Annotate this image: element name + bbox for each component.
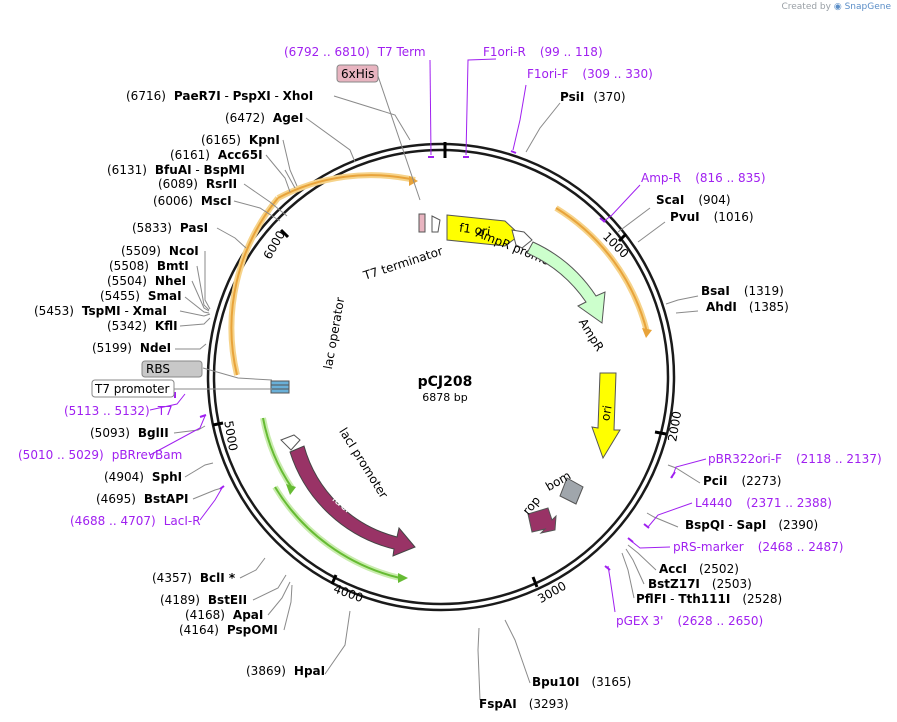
ampr-feature[interactable] [526, 241, 606, 324]
enzyme-bstz17i[interactable]: BstZ17I(2503) [648, 577, 752, 591]
green-region-inner-halo [260, 417, 295, 490]
enzyme-leader-lines [173, 95, 701, 701]
lac-operator-label: lac operator [321, 296, 347, 370]
primer-f1ori-f[interactable]: F1ori-F(309 .. 330) [527, 67, 653, 81]
t7-terminator-feature-b[interactable] [431, 215, 441, 233]
snapgene-logo-icon: ◉ [833, 2, 842, 12]
backbone-outer-ring [206, 142, 676, 612]
ori-feature[interactable] [591, 372, 621, 460]
enzyme-agei[interactable]: (6472)AgeI [225, 111, 303, 125]
enzyme-smai[interactable]: (5455)SmaI [100, 289, 182, 303]
rbs-box[interactable] [141, 360, 203, 378]
green-region-inner [262, 417, 293, 489]
enzyme-kpni[interactable]: (6165)KpnI [201, 133, 280, 147]
primer-pgex-3[interactable]: pGEX 3'(2628 .. 2650) [616, 614, 763, 628]
enzyme-paer7i-pspxi-xhoi[interactable]: (6716)PaeR7I - PspXI - XhoI [126, 89, 313, 103]
enzyme-acc65i[interactable]: (6161)Acc65I [170, 148, 263, 162]
primer-prs-marker[interactable]: pRS-marker(2468 .. 2487) [673, 540, 843, 554]
enzyme-pcii[interactable]: PciI(2273) [703, 474, 781, 488]
plasmid-name: pCJ208 [418, 374, 473, 390]
rop-feature[interactable] [527, 507, 557, 534]
primer-f1ori-r[interactable]: F1ori-R(99 .. 118) [483, 45, 603, 59]
green-arrowhead-outer [398, 573, 408, 583]
laci-promoter-arrow[interactable] [280, 434, 301, 451]
enzyme-fspai[interactable]: FspAI(3293) [479, 697, 569, 711]
enzyme-bstapi[interactable]: (4695)BstAPI [96, 492, 188, 506]
feature-leader-lines [174, 75, 421, 390]
bom-feature[interactable] [559, 477, 584, 505]
rbs-label: RBS [146, 362, 170, 376]
laci-feature[interactable] [289, 445, 416, 557]
t7-promoter-box[interactable] [91, 379, 175, 398]
primer-pbrrevbam[interactable]: (5010 .. 5029)pBRrevBam [18, 448, 182, 462]
f1-ori-label: f1 ori [458, 221, 491, 239]
orange-arrowhead-right [642, 328, 652, 338]
enzyme-bcli[interactable]: (4357)BclI * [152, 571, 236, 585]
enzyme-nhei[interactable]: (5504)NheI [107, 274, 186, 288]
tick-label-2000: 2000 [665, 410, 684, 443]
tick-marks [212, 228, 667, 588]
f1-ori-feature[interactable] [446, 214, 521, 247]
enzyme-bsteii[interactable]: (4189)BstEII [160, 593, 247, 607]
enzyme-apai[interactable]: (4168)ApaI [185, 608, 263, 622]
green-arrowhead-inner [286, 484, 296, 495]
primer-t7[interactable]: (5113 .. 5132)T7 [64, 404, 173, 418]
primer-laci-r[interactable]: (4688 .. 4707)LacI-R [70, 514, 201, 528]
enzyme-bglii[interactable]: (5093)BglII [90, 426, 169, 440]
enzyme-bfuai-bspmi[interactable]: (6131)BfuAI - BspMI [107, 163, 245, 177]
primer-l4440[interactable]: L4440(2371 .. 2388) [695, 496, 832, 510]
enzyme-hpai[interactable]: (3869)HpaI [246, 664, 325, 678]
t7-promoter-label: T7 promoter [94, 382, 170, 396]
enzyme-ncoi[interactable]: (5509)NcoI [121, 244, 199, 258]
enzyme-ahdi[interactable]: AhdI(1385) [706, 300, 789, 314]
tick-label-4000: 4000 [332, 582, 365, 606]
primer-t7-term[interactable]: (6792 .. 6810)T7 Term [284, 45, 426, 59]
enzyme-tspmi-xmai[interactable]: (5453)TspMI - XmaI [34, 304, 167, 318]
enzyme-pvui[interactable]: PvuI(1016) [670, 210, 754, 224]
enzyme-bspqi-sapi[interactable]: BspQI - SapI(2390) [685, 518, 818, 532]
enzyme-pspomi[interactable]: (4164)PspOMI [179, 623, 278, 637]
orange-region-right [555, 207, 648, 333]
lac-operator-feature[interactable] [270, 380, 290, 394]
enzyme-acci[interactable]: AccI(2502) [659, 562, 739, 576]
primer-amp-r[interactable]: Amp-R(816 .. 835) [641, 171, 766, 185]
credit-prefix: Created by [781, 2, 831, 12]
backbone-inner-ring [212, 148, 670, 606]
primer-labels: (6792 .. 6810)T7 Term F1ori-R(99 .. 118)… [18, 45, 882, 628]
enzyme-msci[interactable]: (6006)MscI [153, 194, 232, 208]
plasmid-size: 6878 bp [422, 391, 467, 404]
enzyme-bmti[interactable]: (5508)BmtI [109, 259, 189, 273]
ampr-promoter-arrow[interactable] [511, 229, 533, 249]
enzyme-bpu10i[interactable]: Bpu10I(3165) [532, 675, 631, 689]
orange-region-top-halo [276, 172, 416, 201]
orange-region-top [277, 174, 416, 199]
tick-label-1000: 1000 [600, 229, 631, 260]
enzyme-scai[interactable]: ScaI(904) [656, 193, 731, 207]
t7-terminator-label: T7 terminator [361, 244, 445, 283]
enzyme-bsai[interactable]: BsaI(1319) [701, 284, 784, 298]
tick-label-5000: 5000 [221, 420, 240, 453]
enzyme-rsrii[interactable]: (6089)RsrII [158, 177, 237, 191]
credit-brand: SnapGene [844, 2, 891, 12]
enzyme-psii[interactable]: PsiI(370) [560, 90, 626, 104]
enzyme-pasi[interactable]: (5833)PasI [132, 221, 208, 235]
laci-promoter-label: lacI promoter [336, 425, 390, 501]
snapgene-credit: Created by ◉ SnapGene [781, 2, 891, 12]
his-tag-box[interactable] [336, 64, 379, 83]
enzyme-sphi[interactable]: (4904)SphI [104, 470, 182, 484]
enzyme-labels: PsiI(370) ScaI(904) PvuI(1016) BsaI(1319… [34, 89, 818, 711]
green-region-outer [274, 486, 401, 579]
enzyme-pflfi-tth111i[interactable]: PflFI - Tth111I(2528) [636, 592, 782, 606]
enzyme-ndei[interactable]: (5199)NdeI [92, 341, 171, 355]
enzyme-kfli[interactable]: (5342)KflI [107, 319, 178, 333]
ori-label: ori [598, 404, 614, 422]
primer-marks [174, 150, 676, 571]
his-tag-label: 6xHis [341, 67, 374, 81]
orange-region-left-halo [228, 196, 281, 376]
orange-region-left [230, 197, 279, 376]
t7-terminator-feature-a[interactable] [418, 213, 426, 233]
primer-pbr322ori-f[interactable]: pBR322ori-F(2118 .. 2137) [708, 452, 882, 466]
